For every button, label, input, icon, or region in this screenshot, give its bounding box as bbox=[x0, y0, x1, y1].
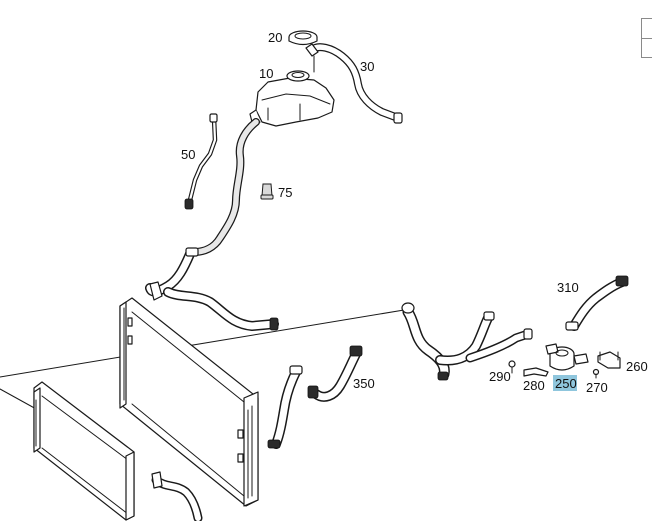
callout-75[interactable]: 75 bbox=[278, 185, 292, 200]
part-10-expansion-tank[interactable] bbox=[249, 70, 335, 127]
left-radiator-hose[interactable] bbox=[145, 247, 279, 331]
part-290-bolt[interactable] bbox=[508, 360, 516, 374]
part-30-hose[interactable] bbox=[305, 43, 403, 124]
callout-10[interactable]: 10 bbox=[259, 66, 273, 81]
callout-250[interactable]: 250 bbox=[555, 376, 577, 391]
pump-feed-hose[interactable] bbox=[401, 302, 533, 381]
tank-outlet-hose[interactable] bbox=[190, 118, 260, 256]
reference-lines bbox=[0, 309, 405, 411]
condenser[interactable] bbox=[33, 381, 135, 521]
part-270-screw[interactable] bbox=[592, 368, 600, 379]
callout-350[interactable]: 350 bbox=[353, 376, 375, 391]
view-toggle-box[interactable] bbox=[641, 18, 652, 58]
part-310-hose[interactable] bbox=[565, 275, 629, 331]
lower-small-hose[interactable] bbox=[151, 471, 203, 521]
callout-50[interactable]: 50 bbox=[181, 147, 195, 162]
callout-290[interactable]: 290 bbox=[489, 369, 511, 384]
radiator-right-hose[interactable] bbox=[267, 365, 303, 449]
callout-270[interactable]: 270 bbox=[586, 380, 608, 395]
part-20-cap[interactable] bbox=[288, 30, 318, 46]
part-50-pipe[interactable] bbox=[184, 113, 218, 210]
radiator[interactable] bbox=[119, 297, 259, 507]
callout-260[interactable]: 260 bbox=[626, 359, 648, 374]
part-280-bracket[interactable] bbox=[523, 367, 549, 377]
part-75-plug[interactable] bbox=[260, 183, 274, 200]
callout-280[interactable]: 280 bbox=[523, 378, 545, 393]
part-350-hose[interactable] bbox=[307, 345, 363, 402]
callout-30[interactable]: 30 bbox=[360, 59, 374, 74]
callout-20[interactable]: 20 bbox=[268, 30, 282, 45]
part-250-water-pump[interactable] bbox=[545, 343, 589, 371]
callout-labels: 20 30 10 50 75 310 350 290 260 280 250 2… bbox=[181, 30, 648, 395]
callout-310[interactable]: 310 bbox=[557, 280, 579, 295]
part-260-bracket[interactable] bbox=[597, 351, 621, 369]
view-toggle-divider bbox=[642, 38, 652, 39]
callout-250-highlight bbox=[553, 375, 577, 391]
